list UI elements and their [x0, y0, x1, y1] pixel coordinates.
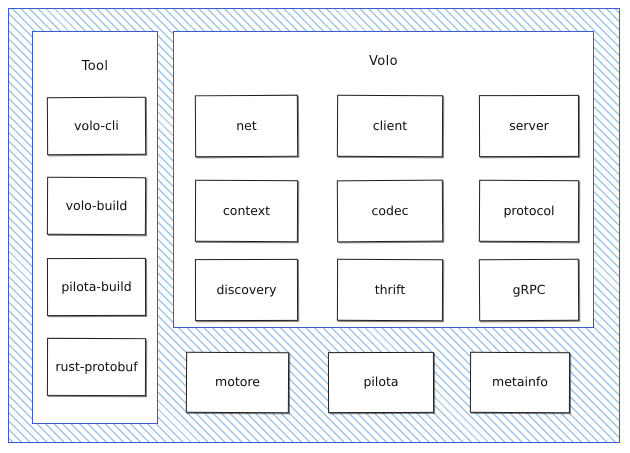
node-label: volo-cli [74, 117, 119, 133]
panel-volo: Volo net client server context codec pro… [173, 31, 594, 328]
node-codec[interactable]: codec [336, 179, 444, 243]
node-label: context [222, 202, 271, 218]
node-label: volo-build [65, 197, 128, 213]
node-volo-cli[interactable]: volo-cli [46, 96, 147, 156]
node-label: pilota [363, 374, 399, 390]
node-discovery[interactable]: discovery [194, 258, 299, 322]
node-label: metainfo [492, 374, 548, 390]
panel-tool-title: Tool [81, 59, 109, 74]
node-protocol[interactable]: protocol [478, 179, 580, 243]
node-thrift[interactable]: thrift [336, 258, 444, 322]
node-label: motore [214, 374, 261, 390]
node-label: server [509, 117, 549, 133]
node-label: protocol [503, 202, 555, 218]
node-label: discovery [216, 281, 277, 297]
node-rust-protobuf[interactable]: rust-protobuf [46, 337, 147, 397]
panel-volo-title: Volo [368, 54, 398, 69]
panel-tool: Tool volo-cli volo-build pilota-build ru… [32, 31, 158, 424]
node-label: net [236, 117, 257, 133]
node-label: gRPC [512, 281, 546, 297]
node-pilota[interactable]: pilota [327, 351, 435, 414]
node-volo-build[interactable]: volo-build [46, 176, 147, 236]
node-server[interactable]: server [478, 94, 580, 158]
node-label: pilota-build [61, 278, 132, 294]
node-context[interactable]: context [194, 179, 299, 243]
node-net[interactable]: net [194, 94, 299, 158]
node-grpc[interactable]: gRPC [478, 258, 580, 322]
node-metainfo[interactable]: metainfo [469, 351, 571, 414]
node-label: thrift [374, 281, 406, 297]
node-motore[interactable]: motore [185, 351, 290, 414]
node-client[interactable]: client [336, 94, 444, 158]
outer-hatched-container: Tool volo-cli volo-build pilota-build ru… [8, 8, 620, 443]
node-label: rust-protobuf [55, 358, 138, 374]
node-label: codec [371, 202, 409, 218]
node-pilota-build[interactable]: pilota-build [46, 257, 147, 317]
node-label: client [372, 117, 408, 133]
